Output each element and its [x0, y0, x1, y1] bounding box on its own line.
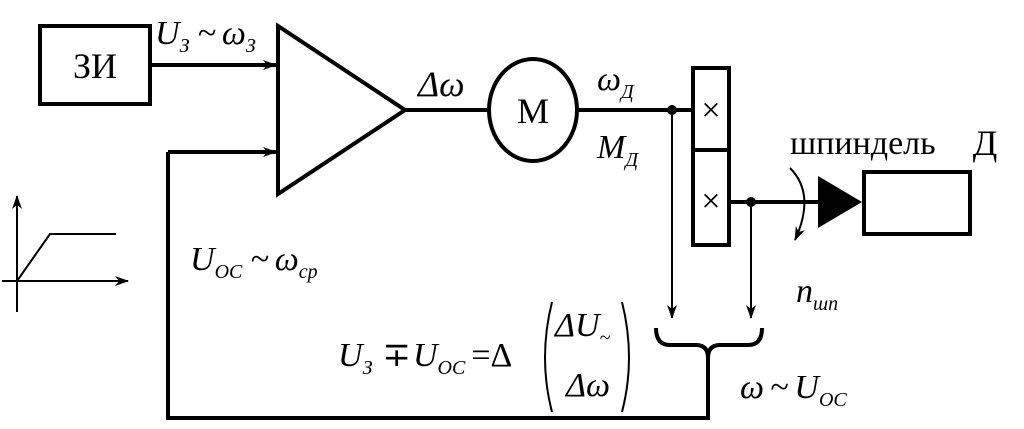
equation-top: ΔU~ — [553, 307, 611, 349]
eq-u-sub: З — [363, 357, 373, 379]
omega-setpoint-symbol: ω — [222, 15, 246, 52]
eq-top-sub: ~ — [600, 327, 611, 349]
paren-left — [544, 301, 553, 413]
eq-operator: ∓ — [382, 337, 411, 374]
gearbox-lower-mark: × — [701, 183, 720, 220]
u-feedback-symbol: U — [190, 241, 217, 278]
amplifier-triangle — [276, 22, 409, 198]
torque-motor-symbol: M — [596, 129, 627, 166]
feedback-label: UОС ~ωср — [190, 241, 318, 283]
gearbox-upper-mark: × — [701, 92, 720, 129]
load-block — [862, 170, 972, 236]
omega-avg-sub: ср — [299, 261, 318, 283]
omega-motor-symbol: ω — [597, 61, 621, 98]
setpoint-label: UЗ~ωЗ — [155, 15, 256, 57]
torque-motor-sub: Д — [623, 149, 639, 171]
feedback-tilde: ~ — [250, 241, 268, 278]
eq-top-symbol: ΔU — [553, 307, 602, 344]
tilde: ~ — [197, 15, 215, 52]
motor-label: М — [517, 91, 549, 131]
eq-u-symbol: U — [338, 337, 365, 374]
load-label: Д — [973, 123, 998, 163]
omega-out-symbol: ω — [740, 369, 764, 406]
delta-omega-label: Δω — [416, 64, 465, 104]
paren-right — [621, 301, 630, 413]
u-setpoint-sub: З — [180, 35, 190, 57]
eq-u2-symbol: U — [413, 337, 440, 374]
ramp-graph-curve — [16, 233, 116, 282]
u-out-sub: ОС — [819, 389, 847, 411]
rotation-arrow — [789, 167, 806, 241]
spindle-speed-label: nшп — [796, 273, 838, 315]
torque-motor-label: MД — [596, 129, 639, 171]
omega-avg-symbol: ω — [275, 241, 299, 278]
eq-equals-delta: =Δ — [471, 337, 512, 374]
equation-bottom: Δω — [564, 367, 610, 404]
eq-u2-sub: ОС — [438, 357, 466, 379]
omega-setpoint-sub: З — [246, 35, 256, 57]
n-spindle-symbol: n — [796, 273, 813, 310]
omega-motor-sub: Д — [619, 81, 635, 103]
u-out-symbol: U — [794, 369, 821, 406]
spindle-label: шпиндель — [790, 125, 936, 162]
zi-label: ЗИ — [73, 46, 117, 86]
equation-left: UЗ∓UОС=Δ — [338, 337, 512, 379]
summing-brace — [654, 327, 764, 359]
output-label: ω~UОС — [740, 369, 847, 411]
omega-motor-label: ωД — [597, 61, 635, 103]
u-setpoint-symbol: U — [155, 15, 182, 52]
u-feedback-sub: ОС — [215, 261, 243, 283]
output-tilde: ~ — [770, 369, 788, 406]
spindle-chuck — [818, 176, 862, 228]
n-spindle-sub: шп — [813, 293, 838, 315]
feedback-loop — [166, 152, 710, 420]
gearbox-lower — [691, 148, 731, 247]
